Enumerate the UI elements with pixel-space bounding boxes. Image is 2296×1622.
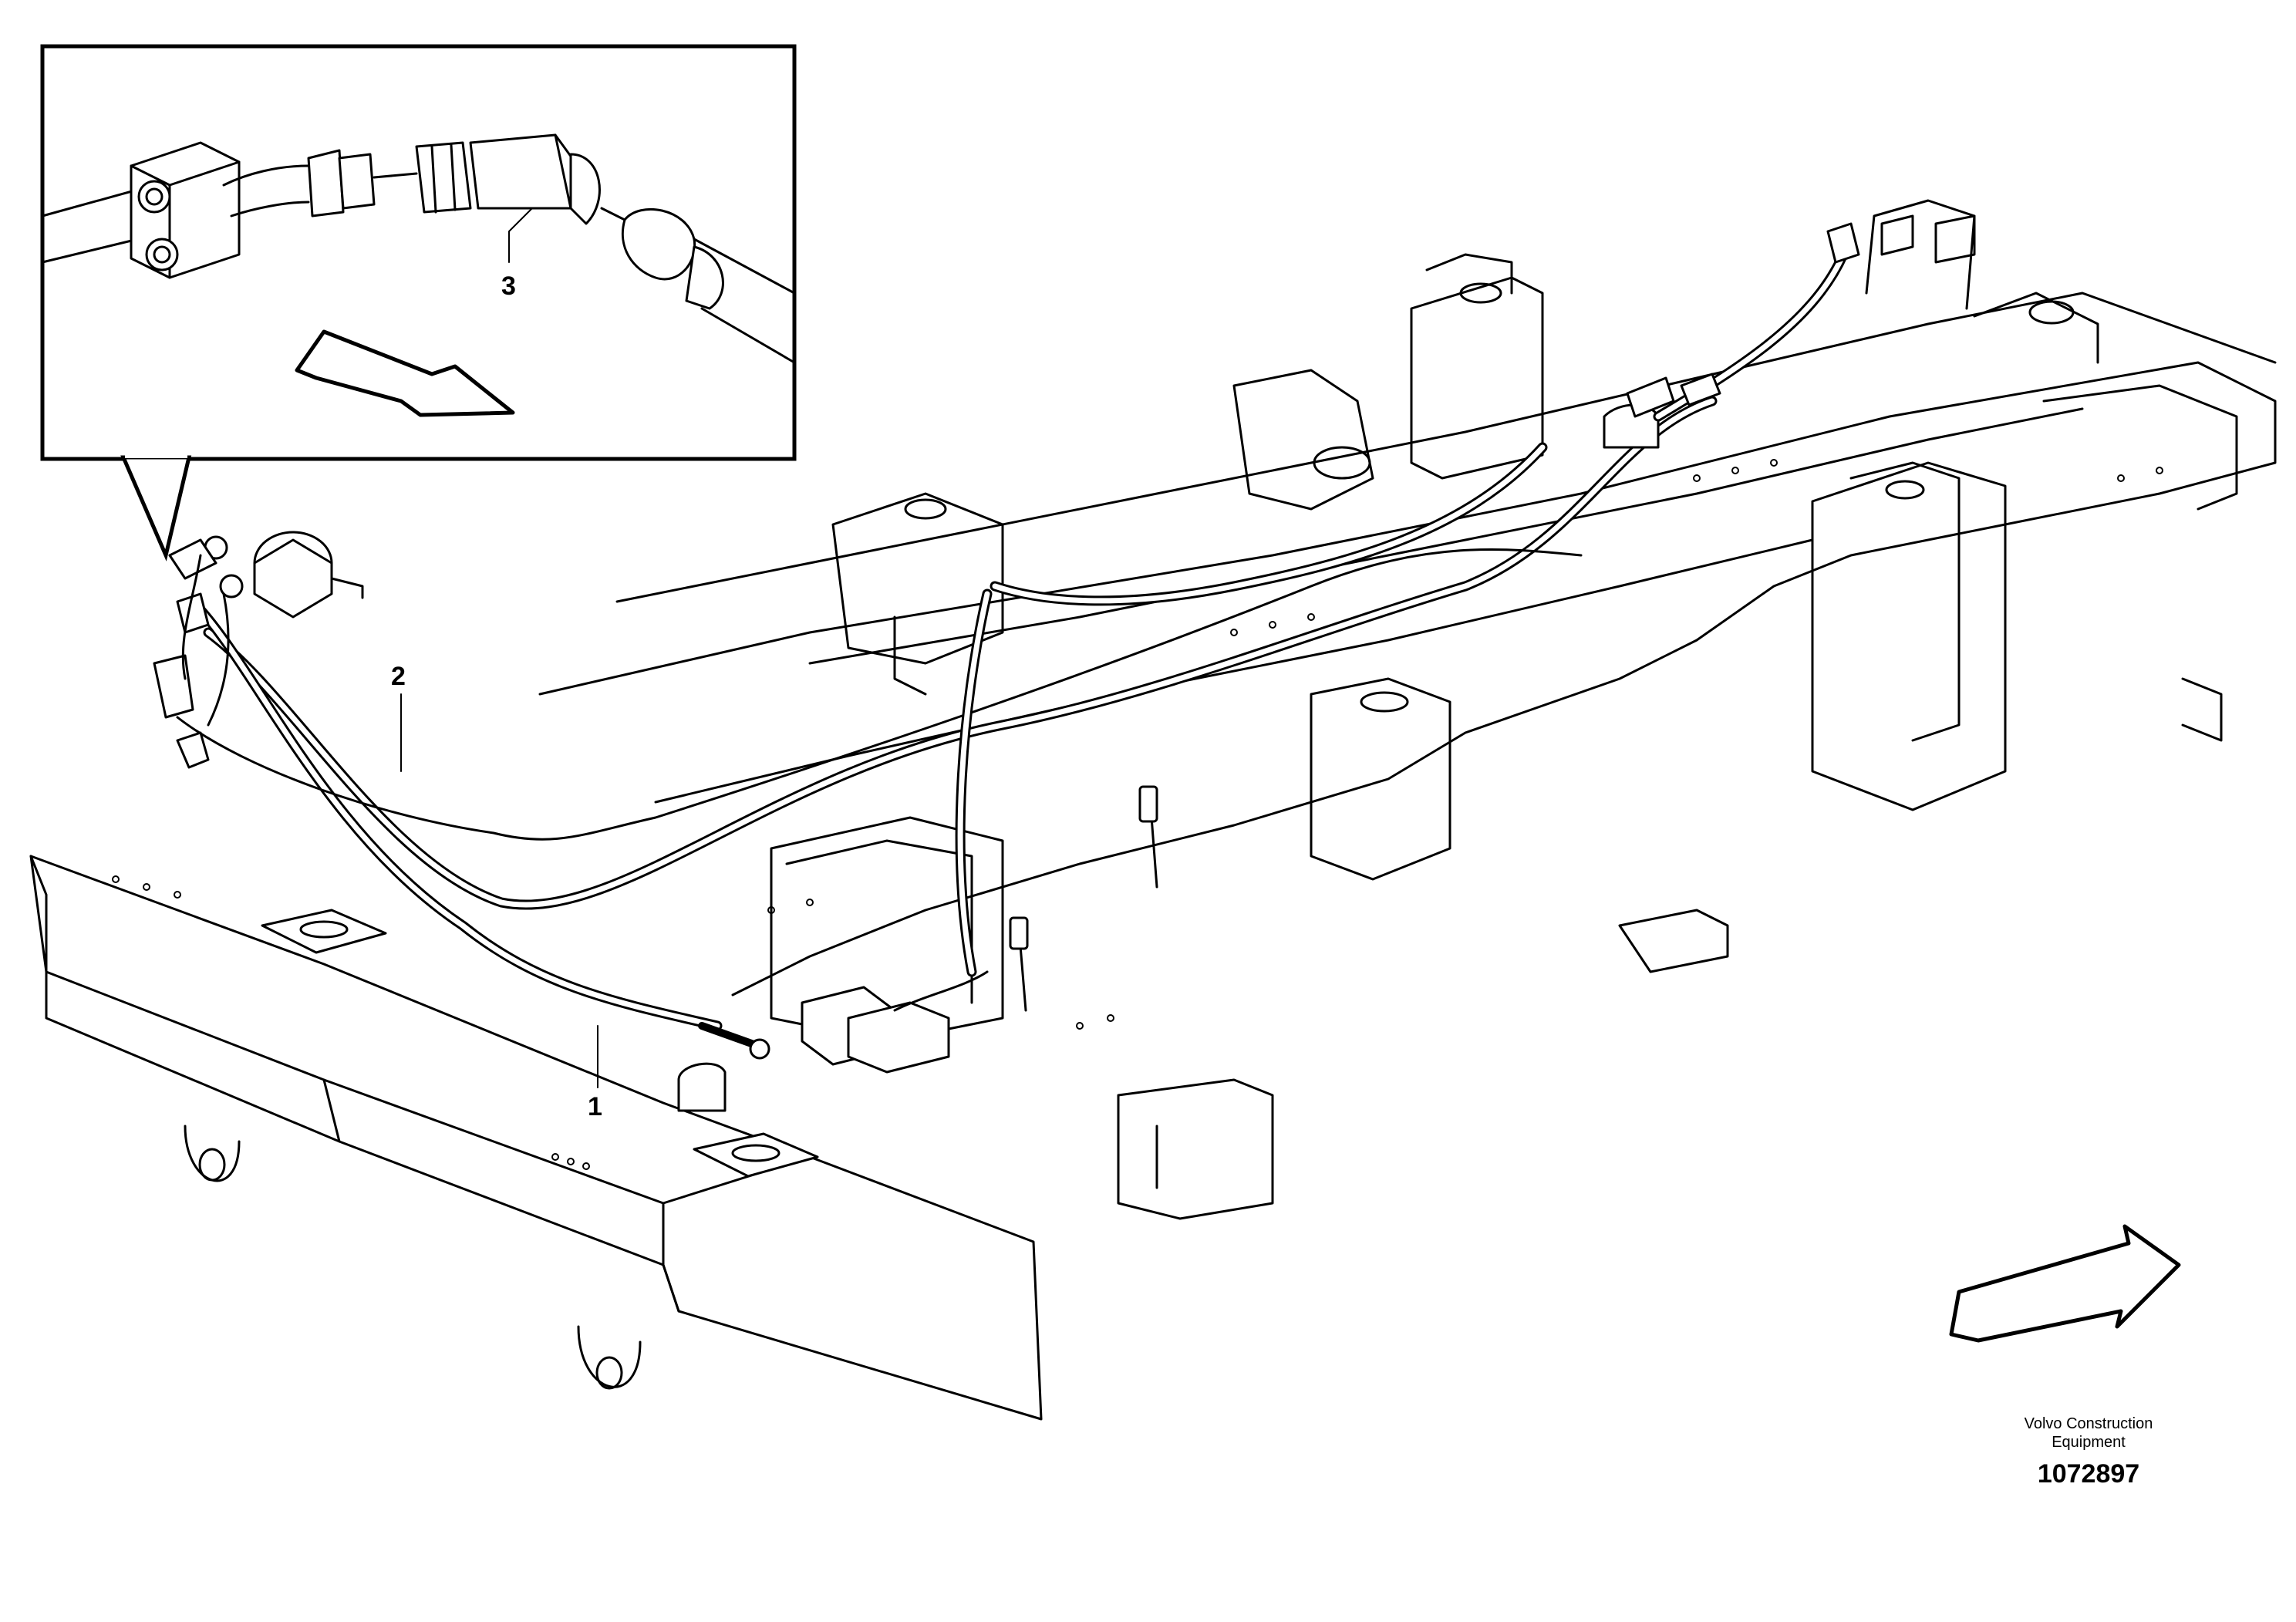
center-valve [677,970,989,1112]
callout-1-label: 1 [588,1092,602,1121]
hose-1 [187,596,723,1031]
callout-2-label: 2 [391,662,406,691]
bolt-holes [112,459,2163,1170]
callouts: 2 1 [391,662,602,1121]
detail-inset: 3 [40,44,797,561]
part-number: 1072897 [2038,1459,2139,1489]
hose-assemblies [176,396,1718,1060]
chassis-frame [29,199,2277,1421]
callout-3-label: 3 [501,271,516,301]
brand-line-2: Equipment [2052,1434,2126,1451]
rear-connection [1603,222,1860,449]
return-line [176,548,1583,841]
direction-arrow-icon [295,329,515,417]
brand-block: Volvo Construction Equipment 1072897 [2025,1415,2153,1489]
direction-arrow-icon [1949,1224,2181,1343]
valve-cluster [153,531,364,769]
brand-line-1: Volvo Construction [2025,1415,2153,1432]
